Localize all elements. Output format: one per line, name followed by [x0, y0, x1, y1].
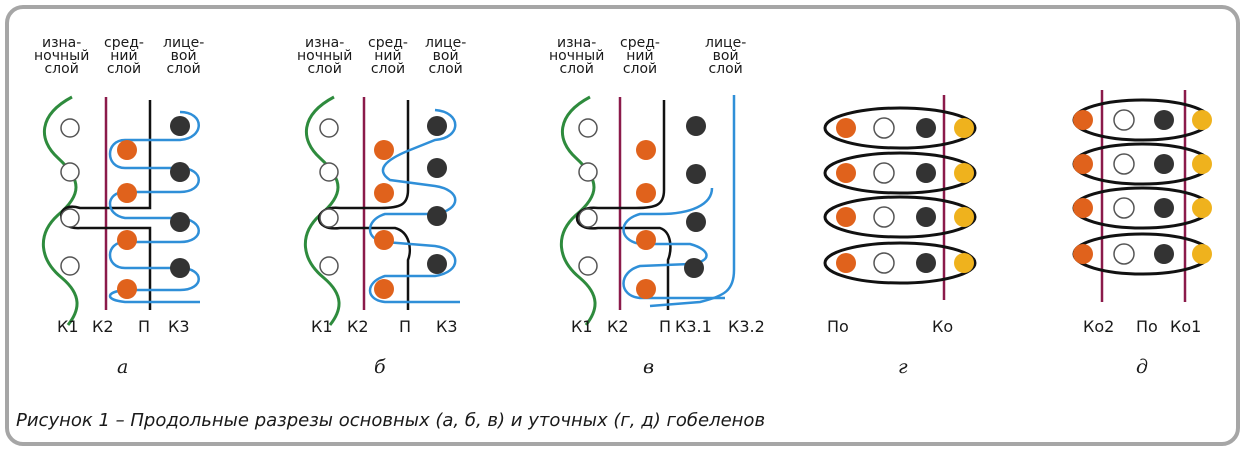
panel-d-letter: г: [898, 356, 908, 378]
panel-b-blue-weft: [368, 108, 460, 304]
panel-c-bottom-label-2: К2: [607, 317, 629, 336]
panel-a-label-back-layer: изна- ночный слой: [34, 35, 90, 77]
panel-a-bottom-label-4: К3: [168, 317, 190, 336]
panel-e-bottom-label-2: По: [1136, 317, 1158, 336]
figure-frame: [5, 5, 1240, 446]
figure-caption: Рисунок 1 – Продольные разрезы основных …: [16, 410, 766, 431]
panel-a-drawing: [42, 95, 200, 326]
panel-b-bottom-label-2: К2: [347, 317, 369, 336]
panel-a-bottom-label-1: К1: [57, 317, 79, 336]
panel-c-label-middle-layer: сред- ний слой: [620, 35, 660, 77]
panel-c-drawing: [560, 95, 736, 326]
panel-e-dots: [1073, 109, 1212, 265]
panel-a-label-middle-layer: сред- ний слой: [104, 35, 144, 77]
panel-d-bottom-label-1: По: [827, 317, 849, 336]
panel-c-green-warp: [560, 95, 597, 326]
panel-c-label-face-layer: лице- вой слой: [705, 35, 747, 77]
panel-a-label-face-layer: лице- вой слой: [163, 35, 205, 77]
panel-c-bottom-label-3: П: [659, 317, 672, 336]
panel-b-black-thread: [317, 100, 412, 310]
panel-a-letter: а: [117, 356, 129, 378]
panel-b-label-middle-layer: сред- ний слой: [368, 35, 408, 77]
panel-b-label-face-layer: лице- вой слой: [425, 35, 467, 77]
panel-c-label-back-layer: изна- ночный слой: [549, 35, 605, 77]
panel-e-letter: д: [1136, 356, 1149, 378]
panel-c-bottom-label-1: К1: [571, 317, 593, 336]
panel-d-bottom-label-2: Ко: [932, 317, 954, 336]
panel-c-black-thread: [575, 100, 672, 310]
panel-b-label-back-layer: изна- ночный слой: [297, 35, 353, 77]
panel-c-bottom-label-5: К3.2: [728, 317, 765, 336]
panel-e-bottom-label-1: Ко2: [1083, 317, 1115, 336]
panel-c-bottom-label-4: К3.1: [675, 317, 712, 336]
panel-b-letter: б: [374, 356, 386, 378]
panel-b-drawing: [304, 95, 460, 326]
panel-b-bottom-label-1: К1: [311, 317, 333, 336]
panel-d-dots: [836, 117, 974, 274]
panel-c-blue-weft-2: [649, 95, 736, 308]
panel-a-bottom-label-3: П: [138, 317, 151, 336]
panel-a-green-warp: [42, 95, 79, 326]
panel-d-drawing: [823, 95, 977, 300]
panel-e-bottom-label-3: Ко1: [1170, 317, 1202, 336]
panel-c-letter: в: [643, 356, 655, 378]
panel-c-blue-weft-1: [622, 187, 725, 300]
panel-a-bottom-label-2: К2: [92, 317, 114, 336]
panel-e-drawing: [1072, 90, 1212, 302]
panel-b-bottom-label-4: К3: [436, 317, 458, 336]
panel-b-bottom-label-3: П: [399, 317, 412, 336]
